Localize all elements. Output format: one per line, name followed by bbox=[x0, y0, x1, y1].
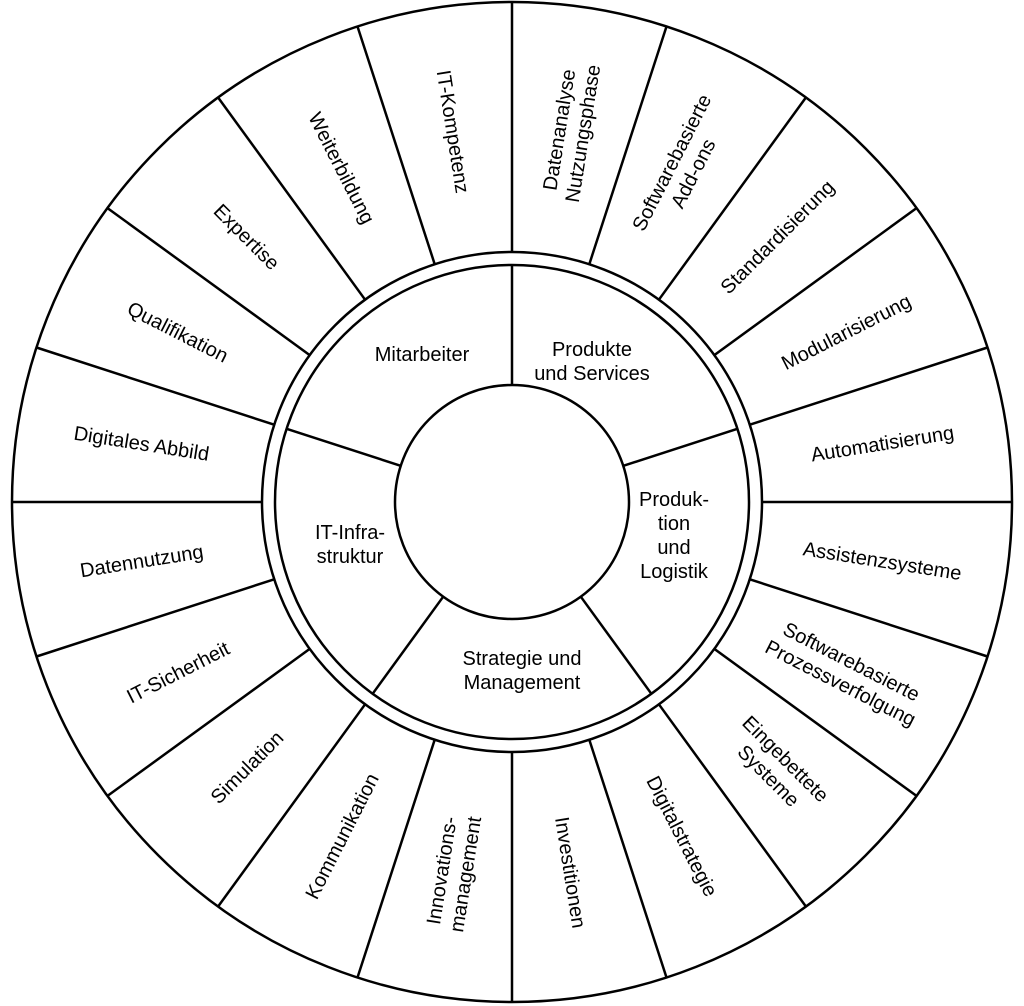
inner-segment-mitarbeiter: Mitarbeiter bbox=[375, 344, 470, 366]
outer-divider bbox=[588, 26, 668, 265]
inner-segment-it-infrastruktur: IT-Infra-struktur bbox=[315, 522, 385, 568]
outer-divider bbox=[588, 739, 668, 978]
outer-divider bbox=[749, 346, 988, 426]
outer-divider bbox=[713, 207, 918, 357]
inner-divider bbox=[286, 427, 402, 467]
outer-divider bbox=[749, 578, 988, 658]
outer-divider bbox=[356, 26, 436, 265]
outer-divider bbox=[356, 739, 436, 978]
outer-divider bbox=[106, 207, 311, 357]
outer-divider bbox=[657, 96, 807, 301]
inner-divider bbox=[622, 427, 738, 467]
inner-dividers bbox=[286, 265, 738, 695]
outer-divider bbox=[657, 703, 807, 908]
outer-divider bbox=[36, 346, 275, 426]
outer-divider bbox=[106, 647, 311, 797]
outer-divider bbox=[217, 703, 367, 908]
outer-divider bbox=[36, 578, 275, 658]
outer-dividers bbox=[12, 2, 1012, 1002]
outer-divider bbox=[217, 96, 367, 301]
inner-divider bbox=[579, 595, 653, 695]
inner-divider bbox=[371, 595, 445, 695]
center-circle bbox=[393, 383, 631, 621]
outer-divider bbox=[713, 647, 918, 797]
